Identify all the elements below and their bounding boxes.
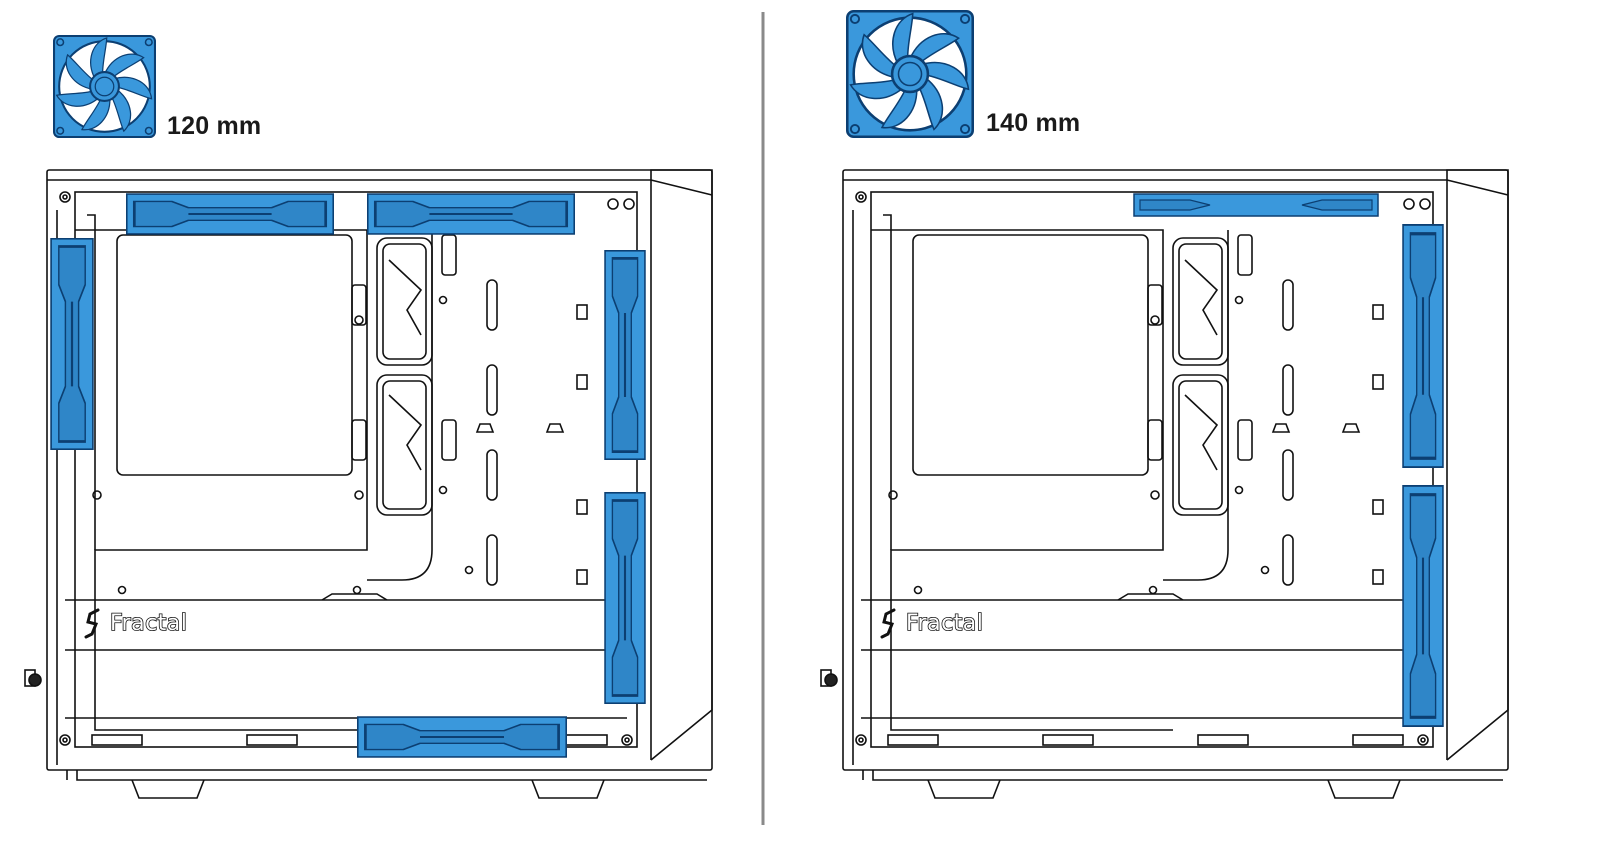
- brand-label: Fractal: [905, 610, 984, 637]
- brand-label: Fractal: [109, 610, 188, 637]
- panel-120mm: [24, 35, 713, 799]
- rear-fan-1: [605, 250, 645, 460]
- fractal-logo-icon: [880, 608, 896, 639]
- fan-icon: [52, 35, 157, 138]
- rear-fan-2: [605, 492, 645, 704]
- top-fan-140: [1133, 193, 1379, 217]
- rear-fan-2: [1403, 485, 1443, 727]
- bottom-fan: [357, 717, 567, 757]
- fan-size-label: 140 mm: [986, 109, 1081, 137]
- fan-icon: [846, 10, 974, 138]
- top-fan-2: [367, 194, 575, 234]
- fractal-logo-icon: [84, 608, 100, 639]
- panel-140mm: [820, 10, 1509, 799]
- top-fan-1: [126, 194, 334, 234]
- fan-size-label: 120 mm: [167, 112, 262, 140]
- rear-fan-1: [1403, 224, 1443, 468]
- front-fan: [51, 238, 93, 450]
